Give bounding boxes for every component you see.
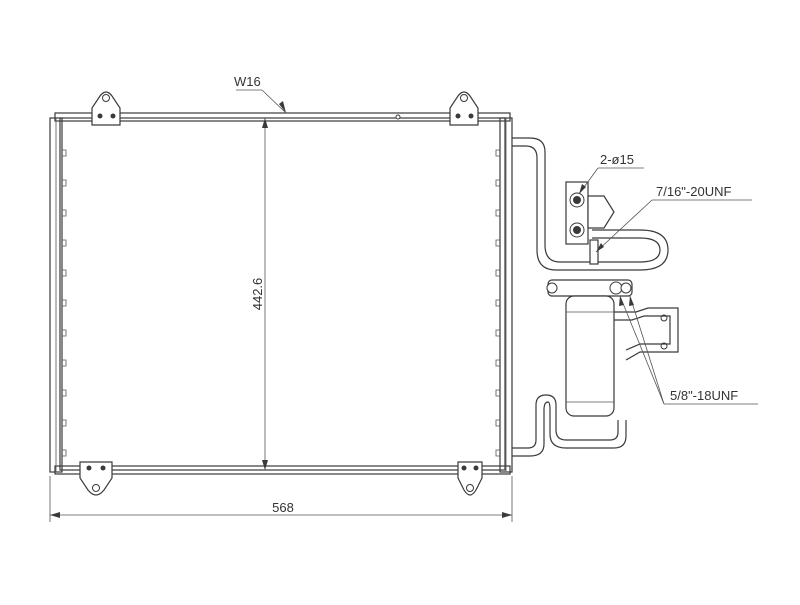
left-tank-ribs (62, 149, 67, 457)
receiver-drier (546, 279, 679, 417)
mounting-bracket-top-right (449, 91, 479, 126)
port-block (565, 181, 615, 265)
mounting-bracket-bottom-right (457, 461, 483, 496)
width-dimension-label: 568 (272, 500, 294, 515)
thread-small-callout: 7/16"-20UNF (595, 184, 752, 253)
piping (512, 137, 669, 457)
height-dimension-label: 442.6 (250, 278, 265, 311)
height-dimension: 442.6 (250, 118, 268, 470)
mounting-bracket-bottom-left (79, 461, 113, 496)
tube-width-label: W16 (234, 74, 261, 89)
right-tank-ribs (495, 149, 500, 457)
thread-large-callout: 5/8"-18UNF (619, 295, 758, 405)
thread-small-label: 7/16"-20UNF (656, 184, 731, 199)
condenser-core (49, 112, 513, 475)
mounting-bracket-top-left (91, 91, 121, 126)
port-holes-callout: 2-ø15 (578, 152, 644, 195)
port-holes-label: 2-ø15 (600, 152, 634, 167)
thread-large-label: 5/8"-18UNF (670, 388, 738, 403)
tube-width-callout: W16 (234, 74, 287, 114)
width-dimension: 568 (49, 476, 513, 522)
